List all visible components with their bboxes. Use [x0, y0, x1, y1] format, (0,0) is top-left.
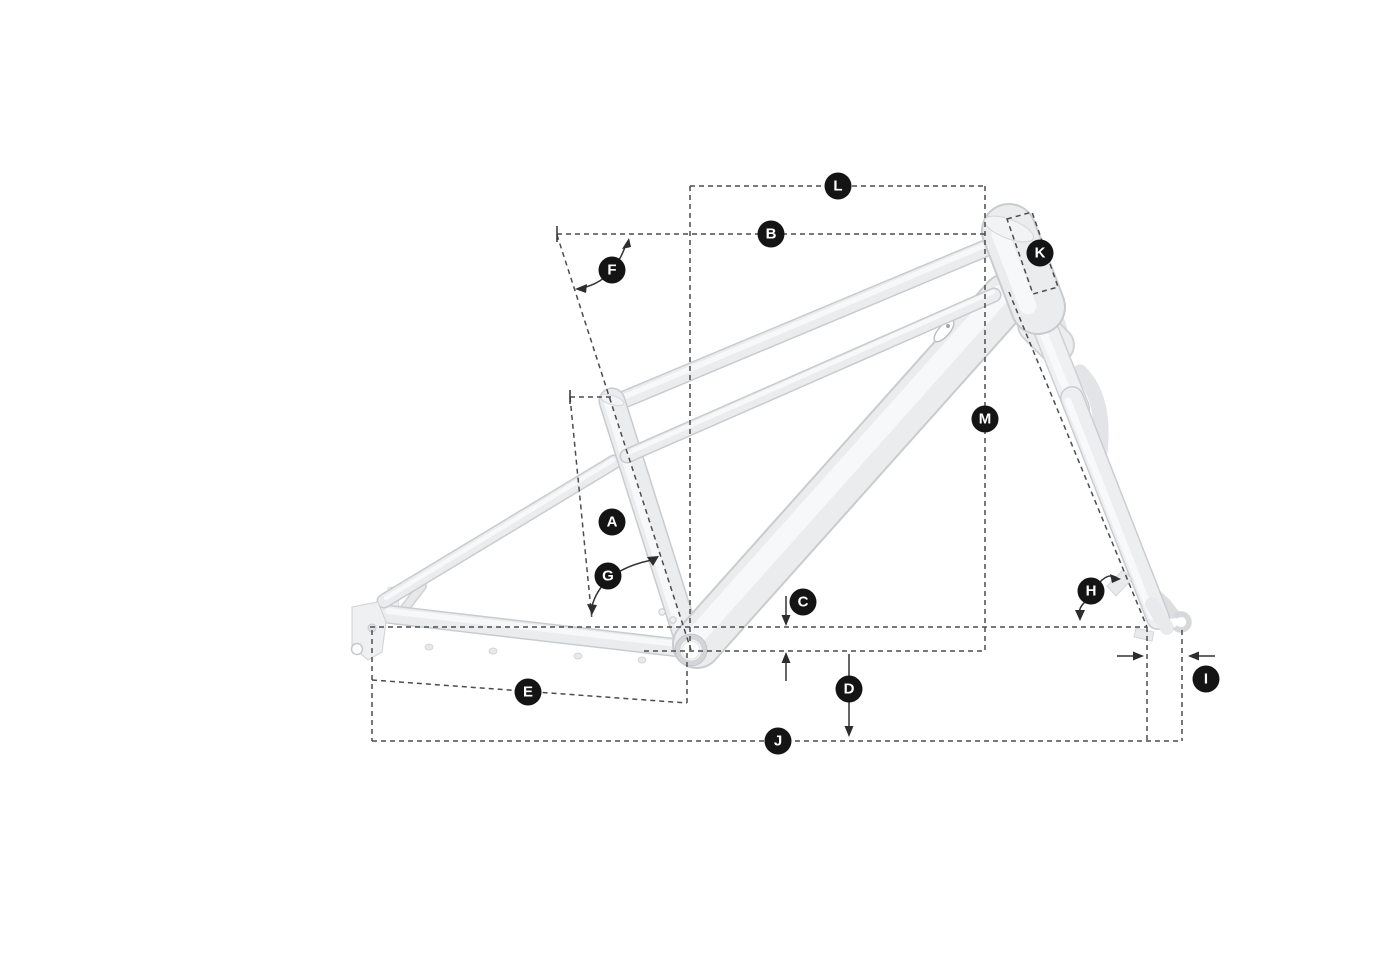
label-badge-K: K — [1026, 239, 1054, 267]
seat-stay-rear — [376, 454, 622, 609]
label-badge-A: A — [598, 508, 626, 536]
label-badge-H: H — [1077, 577, 1105, 605]
top-tube — [602, 240, 993, 414]
line-steering-axis — [1008, 291, 1148, 628]
chainstay — [376, 604, 698, 659]
arrowheads — [575, 238, 1199, 737]
label-badge-F: F — [598, 256, 626, 284]
label-badge-C: C — [789, 588, 817, 616]
down-tube — [672, 273, 1031, 669]
line-seat-tube-axis — [556, 234, 692, 651]
label-badge-I: I — [1192, 665, 1220, 693]
chainstay-mounts — [424, 643, 647, 664]
line-A-seattube-length — [569, 396, 593, 621]
label-badge-G: G — [594, 562, 622, 590]
label-badge-B: B — [757, 220, 785, 248]
label-badge-J: J — [764, 727, 792, 755]
bike-frame — [350, 203, 1192, 669]
front-dropout — [1170, 611, 1192, 633]
rear-dropout — [350, 601, 387, 661]
label-badge-D: D — [835, 675, 863, 703]
label-badge-E: E — [514, 678, 542, 706]
measurement-lines — [370, 185, 1183, 742]
label-badge-L: L — [824, 172, 852, 200]
head-tube — [981, 203, 1066, 335]
seat-stay-extension — [619, 287, 1002, 464]
fork — [1017, 292, 1192, 642]
box-K-headtube — [1006, 211, 1059, 295]
label-badge-M: M — [971, 405, 999, 433]
